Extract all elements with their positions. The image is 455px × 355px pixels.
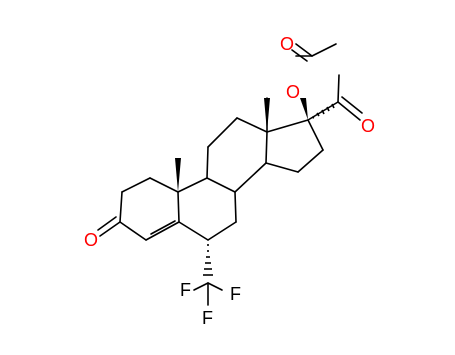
- c10-methyl-wedge: [175, 158, 181, 192]
- fluorine-3-label: F: [202, 308, 213, 328]
- bonds: [97, 43, 363, 306]
- ester-oxygen-label: O: [286, 82, 300, 102]
- c6-cf3-hash: [203, 244, 213, 276]
- acetyl-carbonyl-oxygen-label: O: [361, 116, 375, 136]
- c17-ester-wedge: [300, 98, 308, 120]
- c13-methyl-wedge: [264, 98, 270, 132]
- c17-acetyl-hash: [311, 103, 335, 119]
- acetoxy-carbonyl-oxygen-label: O: [280, 34, 294, 54]
- fluorine-2-label: F: [230, 284, 241, 304]
- ketone-oxygen-label: O: [84, 230, 98, 250]
- fluorine-1-label: F: [180, 280, 191, 300]
